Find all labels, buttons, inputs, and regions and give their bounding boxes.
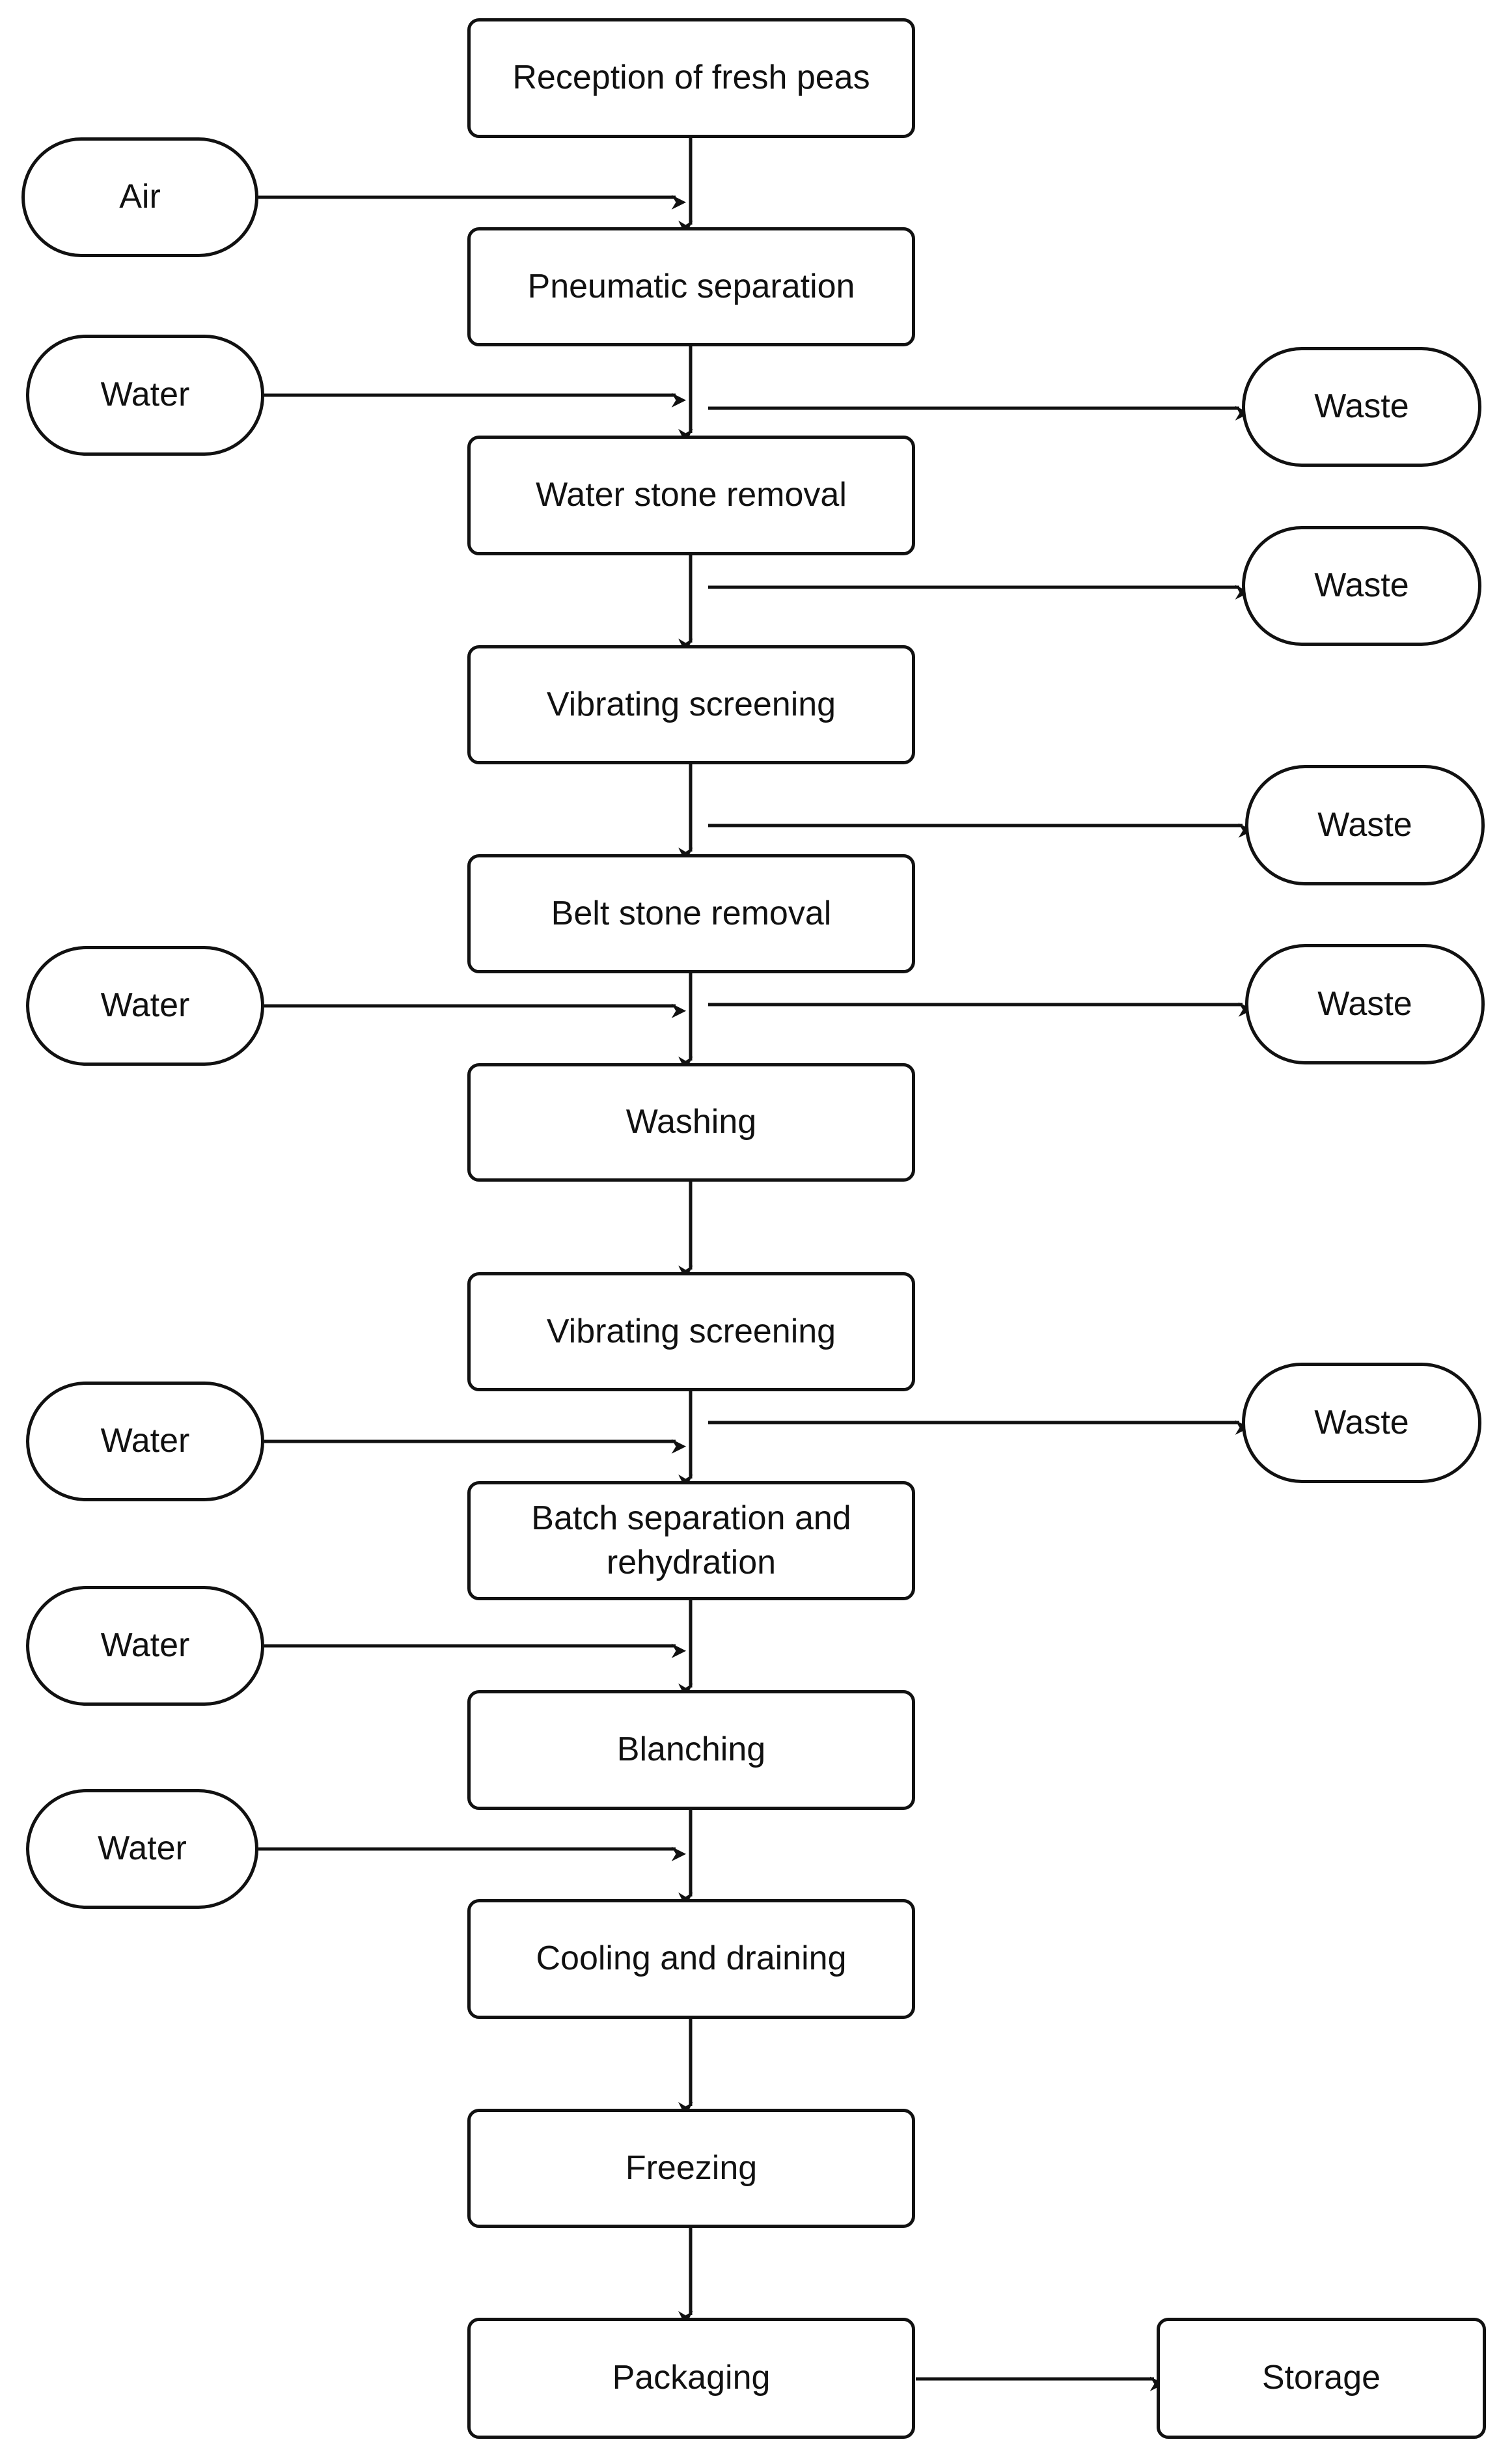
step-blanching: Blanching xyxy=(467,1690,915,1810)
input-water-5: Water xyxy=(26,1789,258,1909)
output-waste-5: Waste xyxy=(1242,1363,1481,1483)
input-air: Air xyxy=(21,137,258,257)
output-waste-3: Waste xyxy=(1245,765,1485,885)
step-batch-label-line1: Batch separation and xyxy=(531,1499,851,1537)
step-washing: Washing xyxy=(467,1063,915,1182)
input-water-4: Water xyxy=(26,1586,264,1706)
step-freezing: Freezing xyxy=(467,2109,915,2228)
step-pneumatic-separation: Pneumatic separation xyxy=(467,227,915,346)
step-vibrating-screening-1: Vibrating screening xyxy=(467,645,915,764)
output-waste-2: Waste xyxy=(1242,526,1481,646)
step-storage: Storage xyxy=(1157,2318,1486,2439)
step-reception: Reception of fresh peas xyxy=(467,18,915,138)
step-belt-stone-removal: Belt stone removal xyxy=(467,854,915,973)
step-water-stone-removal: Water stone removal xyxy=(467,436,915,555)
step-packaging: Packaging xyxy=(467,2318,915,2439)
step-cooling-draining: Cooling and draining xyxy=(467,1899,915,2019)
input-water-3: Water xyxy=(26,1382,264,1501)
input-water-2: Water xyxy=(26,946,264,1066)
step-batch-label-line2: rehydration xyxy=(606,1543,777,1581)
output-waste-1: Waste xyxy=(1242,347,1481,467)
step-batch-separation: Batch separation and rehydration xyxy=(467,1481,915,1600)
step-vibrating-screening-2: Vibrating screening xyxy=(467,1272,915,1391)
input-water-1: Water xyxy=(26,335,264,456)
output-waste-4: Waste xyxy=(1245,944,1485,1064)
